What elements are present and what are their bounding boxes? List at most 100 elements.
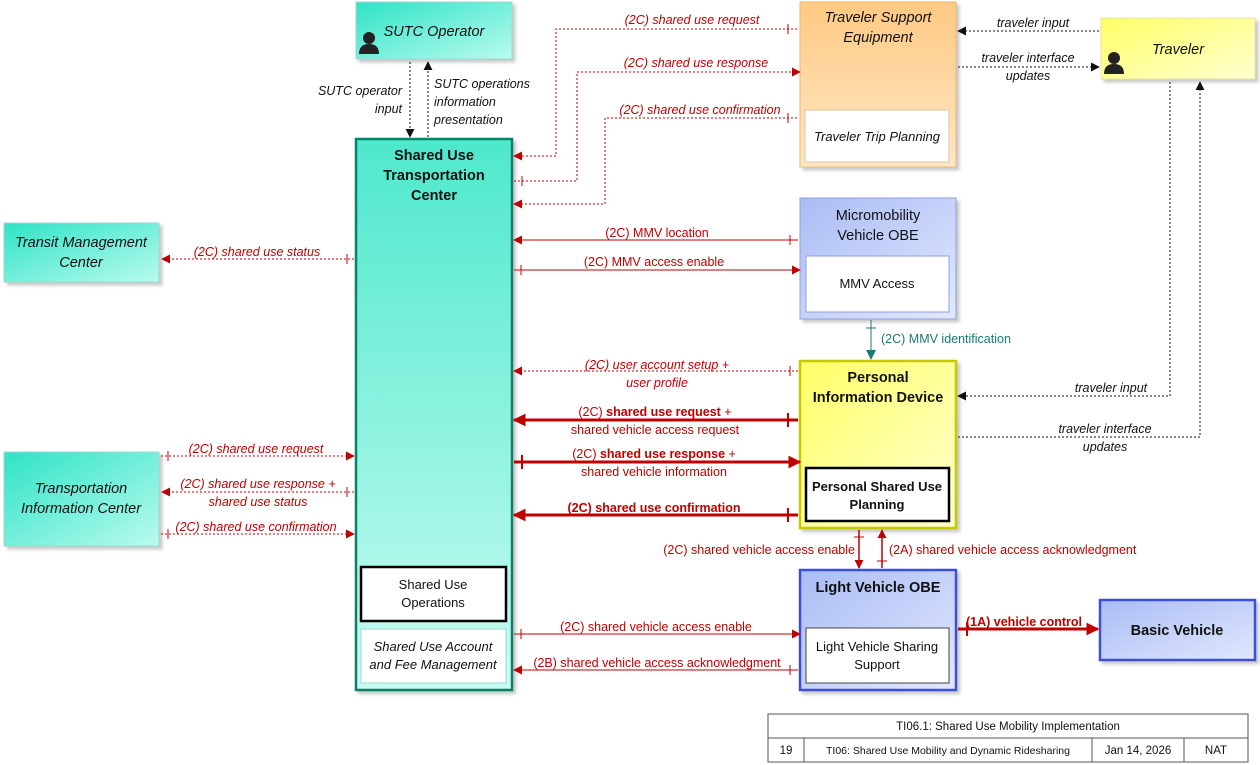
basic-vehicle-label: Basic Vehicle (1131, 623, 1224, 639)
flow-tic-shared-use-request[interactable]: (2C) shared use request (161, 442, 355, 461)
flow-pid-shared-use-confirmation[interactable]: (2C) shared use confirmation (512, 501, 798, 522)
svg-text:shared vehicle access request: shared vehicle access request (571, 423, 740, 437)
svg-text:(2C) shared use confirmation: (2C) shared use confirmation (619, 103, 780, 117)
svg-text:shared vehicle information: shared vehicle information (581, 465, 727, 479)
svg-text:(2C) user account setup +: (2C) user account setup + (585, 358, 729, 372)
svg-text:information: information (434, 95, 496, 109)
traveler-support-equipment-label-1: Traveler Support (825, 10, 933, 26)
pid-response-label: (2C) shared use response + (572, 447, 736, 461)
personal-shared-use-planning-label-2: Planning (850, 497, 905, 512)
flow-traveler-interface-updates-pid[interactable]: traveler interface updates (958, 81, 1205, 454)
tic-label-1: Transportation (35, 481, 127, 497)
mmv-access-label: MMV Access (839, 276, 915, 291)
svg-text:shared use status: shared use status (209, 495, 308, 509)
title-block: TI06.1: Shared Use Mobility Implementati… (767, 713, 1249, 763)
sutc-operator-label: SUTC Operator (384, 24, 486, 40)
transit-management-center-label-1: Transit Management (15, 235, 148, 251)
svg-text:updates: updates (1083, 440, 1127, 454)
svg-text:(2C) MMV access enable: (2C) MMV access enable (584, 255, 724, 269)
shared-use-account-label-2: and Fee Management (369, 657, 498, 672)
svg-text:SUTC operator: SUTC operator (318, 84, 403, 98)
title-block-subtitle: TI06: Shared Use Mobility and Dynamic Ri… (826, 745, 1070, 757)
flow-sutc-lv-access-enable[interactable]: (2C) shared vehicle access enable (514, 620, 801, 639)
pid-label-2: Information Device (813, 390, 944, 406)
shared-use-transportation-center-box[interactable]: Shared Use Transportation Center Shared … (354, 137, 514, 692)
sutc-label-3: Center (411, 188, 457, 204)
flow-tse-shared-use-response[interactable]: (2C) shared use response (514, 56, 801, 186)
svg-text:SUTC operations: SUTC operations (434, 77, 530, 91)
light-vehicle-sharing-support-label-1: Light Vehicle Sharing (816, 639, 938, 654)
flow-tse-shared-use-confirmation[interactable]: (2C) shared use confirmation (513, 103, 797, 209)
title-block-title: TI06.1: Shared Use Mobility Implementati… (896, 721, 1120, 733)
personal-shared-use-planning-label-1: Personal Shared Use (812, 479, 942, 494)
flow-tic-shared-use-response[interactable]: (2C) shared use response + shared use st… (161, 477, 354, 509)
title-block-status: NAT (1205, 745, 1227, 757)
flow-sutc-operator-input[interactable]: SUTC operator input (318, 62, 415, 138)
title-block-page: 19 (780, 745, 793, 757)
flow-mmv-location[interactable]: (2C) MMV location (513, 226, 798, 245)
flow-traveler-input-top[interactable]: traveler input (957, 16, 1099, 36)
light-vehicle-sharing-support-label-2: Support (854, 657, 900, 672)
flow-tic-shared-use-confirmation[interactable]: (2C) shared use confirmation (161, 520, 355, 539)
transit-management-center-label-2: Center (59, 255, 104, 271)
tic-label-2: Information Center (21, 501, 142, 517)
svg-text:(2C) shared vehicle access ena: (2C) shared vehicle access enable (663, 543, 855, 557)
svg-text:(2A) shared vehicle access ack: (2A) shared vehicle access acknowledgmen… (889, 543, 1137, 557)
transportation-information-center-box[interactable]: Transportation Information Center (3, 451, 160, 547)
flow-tse-shared-use-request[interactable]: (2C) shared use request (513, 13, 797, 161)
flow-lv-pid-access-ack[interactable]: (2A) shared vehicle access acknowledgmen… (877, 529, 1137, 568)
svg-text:(2C) shared vehicle access ena: (2C) shared vehicle access enable (560, 620, 752, 634)
shared-use-operations-label-2: Operations (401, 595, 465, 610)
flow-sutc-operations-information[interactable]: SUTC operations information presentation (423, 61, 530, 137)
svg-text:(2C) shared use status: (2C) shared use status (194, 245, 320, 259)
sutc-label-2: Transportation (383, 168, 485, 184)
shared-use-account-label-1: Shared Use Account (374, 639, 494, 654)
flow-pid-lv-access-enable[interactable]: (2C) shared vehicle access enable (663, 530, 864, 569)
svg-text:(2C) MMV identification: (2C) MMV identification (881, 332, 1011, 346)
svg-text:(1A) vehicle control: (1A) vehicle control (966, 615, 1082, 629)
transit-management-center-box[interactable]: Transit Management Center (3, 222, 160, 283)
flow-traveler-interface-updates-top[interactable]: traveler interface updates (958, 51, 1100, 83)
sutc-operator-box[interactable]: SUTC Operator (355, 1, 513, 60)
flow-mmv-identification[interactable]: (2C) MMV identification (866, 320, 1011, 360)
svg-text:(2C) shared use confirmation: (2C) shared use confirmation (175, 520, 336, 534)
shared-use-operations-label-1: Shared Use (399, 577, 468, 592)
flow-vehicle-control[interactable]: (1A) vehicle control (958, 615, 1100, 636)
personal-information-device-box[interactable]: Personal Information Device Personal Sha… (798, 359, 958, 530)
traveler-support-equipment-label-2: Equipment (843, 30, 913, 46)
flow-pid-shared-use-response[interactable]: (2C) shared use response + shared vehicl… (514, 447, 802, 479)
flow-user-account-setup[interactable]: (2C) user account setup + user profile (513, 358, 798, 390)
pid-label-1: Personal (847, 370, 908, 386)
svg-text:(2C) MMV location: (2C) MMV location (605, 226, 709, 240)
svg-text:(2C) shared use response: (2C) shared use response (624, 56, 769, 70)
flow-traveler-input-pid[interactable]: traveler input (957, 82, 1171, 401)
light-vehicle-obe-box[interactable]: Light Vehicle OBE Light Vehicle Sharing … (798, 568, 958, 692)
traveler-trip-planning-label: Traveler Trip Planning (814, 129, 941, 144)
person-icon (359, 32, 379, 54)
micromobility-vehicle-obe-box[interactable]: Micromobility Vehicle OBE MMV Access (799, 197, 957, 320)
light-vehicle-obe-label: Light Vehicle OBE (816, 580, 941, 596)
svg-text:traveler input: traveler input (997, 16, 1070, 30)
svg-text:(2C) shared use request: (2C) shared use request (625, 13, 760, 27)
svg-text:traveler interface: traveler interface (981, 51, 1074, 65)
basic-vehicle-box[interactable]: Basic Vehicle (1098, 598, 1257, 662)
svg-text:(2C) shared use response +: (2C) shared use response + (180, 477, 335, 491)
micromobility-label-1: Micromobility (836, 208, 921, 224)
traveler-support-equipment-box[interactable]: Traveler Support Equipment Traveler Trip… (799, 1, 957, 168)
svg-text:user profile: user profile (626, 376, 688, 390)
pid-request-label: (2C) shared use request + (578, 405, 731, 419)
title-block-date: Jan 14, 2026 (1105, 745, 1172, 757)
traveler-box[interactable]: Traveler (1100, 17, 1256, 80)
micromobility-label-2: Vehicle OBE (837, 228, 919, 244)
flow-lv-sutc-access-ack[interactable]: (2B) shared vehicle access acknowledgmen… (513, 656, 798, 675)
svg-text:(2B) shared vehicle access ack: (2B) shared vehicle access acknowledgmen… (533, 656, 781, 670)
person-icon (1104, 52, 1124, 74)
svg-text:(2C) shared use confirmation: (2C) shared use confirmation (568, 501, 741, 515)
sutc-label-1: Shared Use (394, 148, 474, 164)
traveler-label: Traveler (1152, 42, 1205, 58)
flow-mmv-access-enable[interactable]: (2C) MMV access enable (514, 255, 801, 275)
svg-text:(2C) shared use request: (2C) shared use request (189, 442, 324, 456)
flow-pid-shared-use-request[interactable]: (2C) shared use request + shared vehicle… (512, 405, 798, 437)
flow-tmc-shared-use-status[interactable]: (2C) shared use status (161, 245, 354, 264)
